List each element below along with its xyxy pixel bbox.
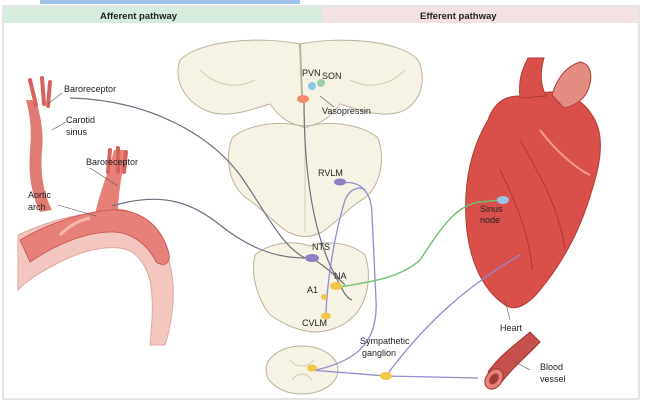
- label-blood-vessel-1: Blood: [540, 362, 563, 372]
- label-na: NA: [334, 271, 347, 281]
- afferent-nerve-paths: [69, 97, 353, 301]
- cvlm-marker: [321, 312, 331, 320]
- label-sympathetic-2: ganglion: [362, 348, 396, 358]
- sinus-node-marker: [497, 196, 509, 204]
- efferent-header: Efferent pathway: [420, 11, 497, 22]
- label-baroreceptor-carotid: Baroreceptor: [64, 84, 116, 94]
- spinal-cord-section: [265, 345, 339, 395]
- label-sinus-node-1: Sinus: [480, 204, 503, 214]
- na-marker: [330, 282, 342, 290]
- medulla-section: [252, 242, 369, 333]
- aorta-illustration: [17, 76, 174, 346]
- efferent-nerve-paths: [309, 181, 521, 379]
- label-son: SON: [322, 71, 342, 81]
- top-accent-bar: [40, 0, 300, 4]
- pituitary-marker: [297, 95, 309, 103]
- label-carotid-sinus-2: sinus: [66, 127, 88, 137]
- label-a1: A1: [307, 285, 318, 295]
- label-nts: NTS: [312, 242, 330, 252]
- afferent-header: Afferent pathway: [100, 11, 178, 22]
- blood-vessel-illustration: [484, 331, 541, 390]
- son-marker: [317, 79, 325, 87]
- label-sinus-node-2: node: [480, 215, 500, 225]
- nts-marker: [305, 254, 319, 262]
- label-heart: Heart: [500, 323, 523, 333]
- hypothalamus-section: [177, 39, 423, 127]
- label-rvlm: RVLM: [318, 168, 343, 178]
- label-carotid-sinus-1: Carotid: [66, 115, 95, 125]
- afferent-header-bar: [4, 7, 322, 23]
- label-aortic-arch-1: Aortic: [28, 190, 52, 200]
- spinal-marker: [307, 364, 317, 372]
- ganglion-marker: [380, 372, 392, 380]
- a1-marker: [321, 294, 327, 300]
- label-aortic-arch-2: arch: [28, 202, 46, 212]
- rvlm-marker: [334, 178, 346, 186]
- nuclei-markers: [297, 79, 509, 380]
- label-sympathetic-1: Sympathetic: [360, 336, 410, 346]
- leader-lines: [47, 92, 531, 371]
- efferent-header-bar: [322, 7, 638, 23]
- label-blood-vessel-2: vessel: [540, 374, 566, 384]
- label-pvn: PVN: [302, 68, 321, 78]
- heart-illustration: [465, 57, 601, 309]
- pvn-marker: [308, 82, 316, 90]
- label-vasopressin: Vasopressin: [322, 106, 371, 116]
- label-baroreceptor-aortic: Baroreceptor: [86, 157, 138, 167]
- label-cvlm: CVLM: [302, 318, 327, 328]
